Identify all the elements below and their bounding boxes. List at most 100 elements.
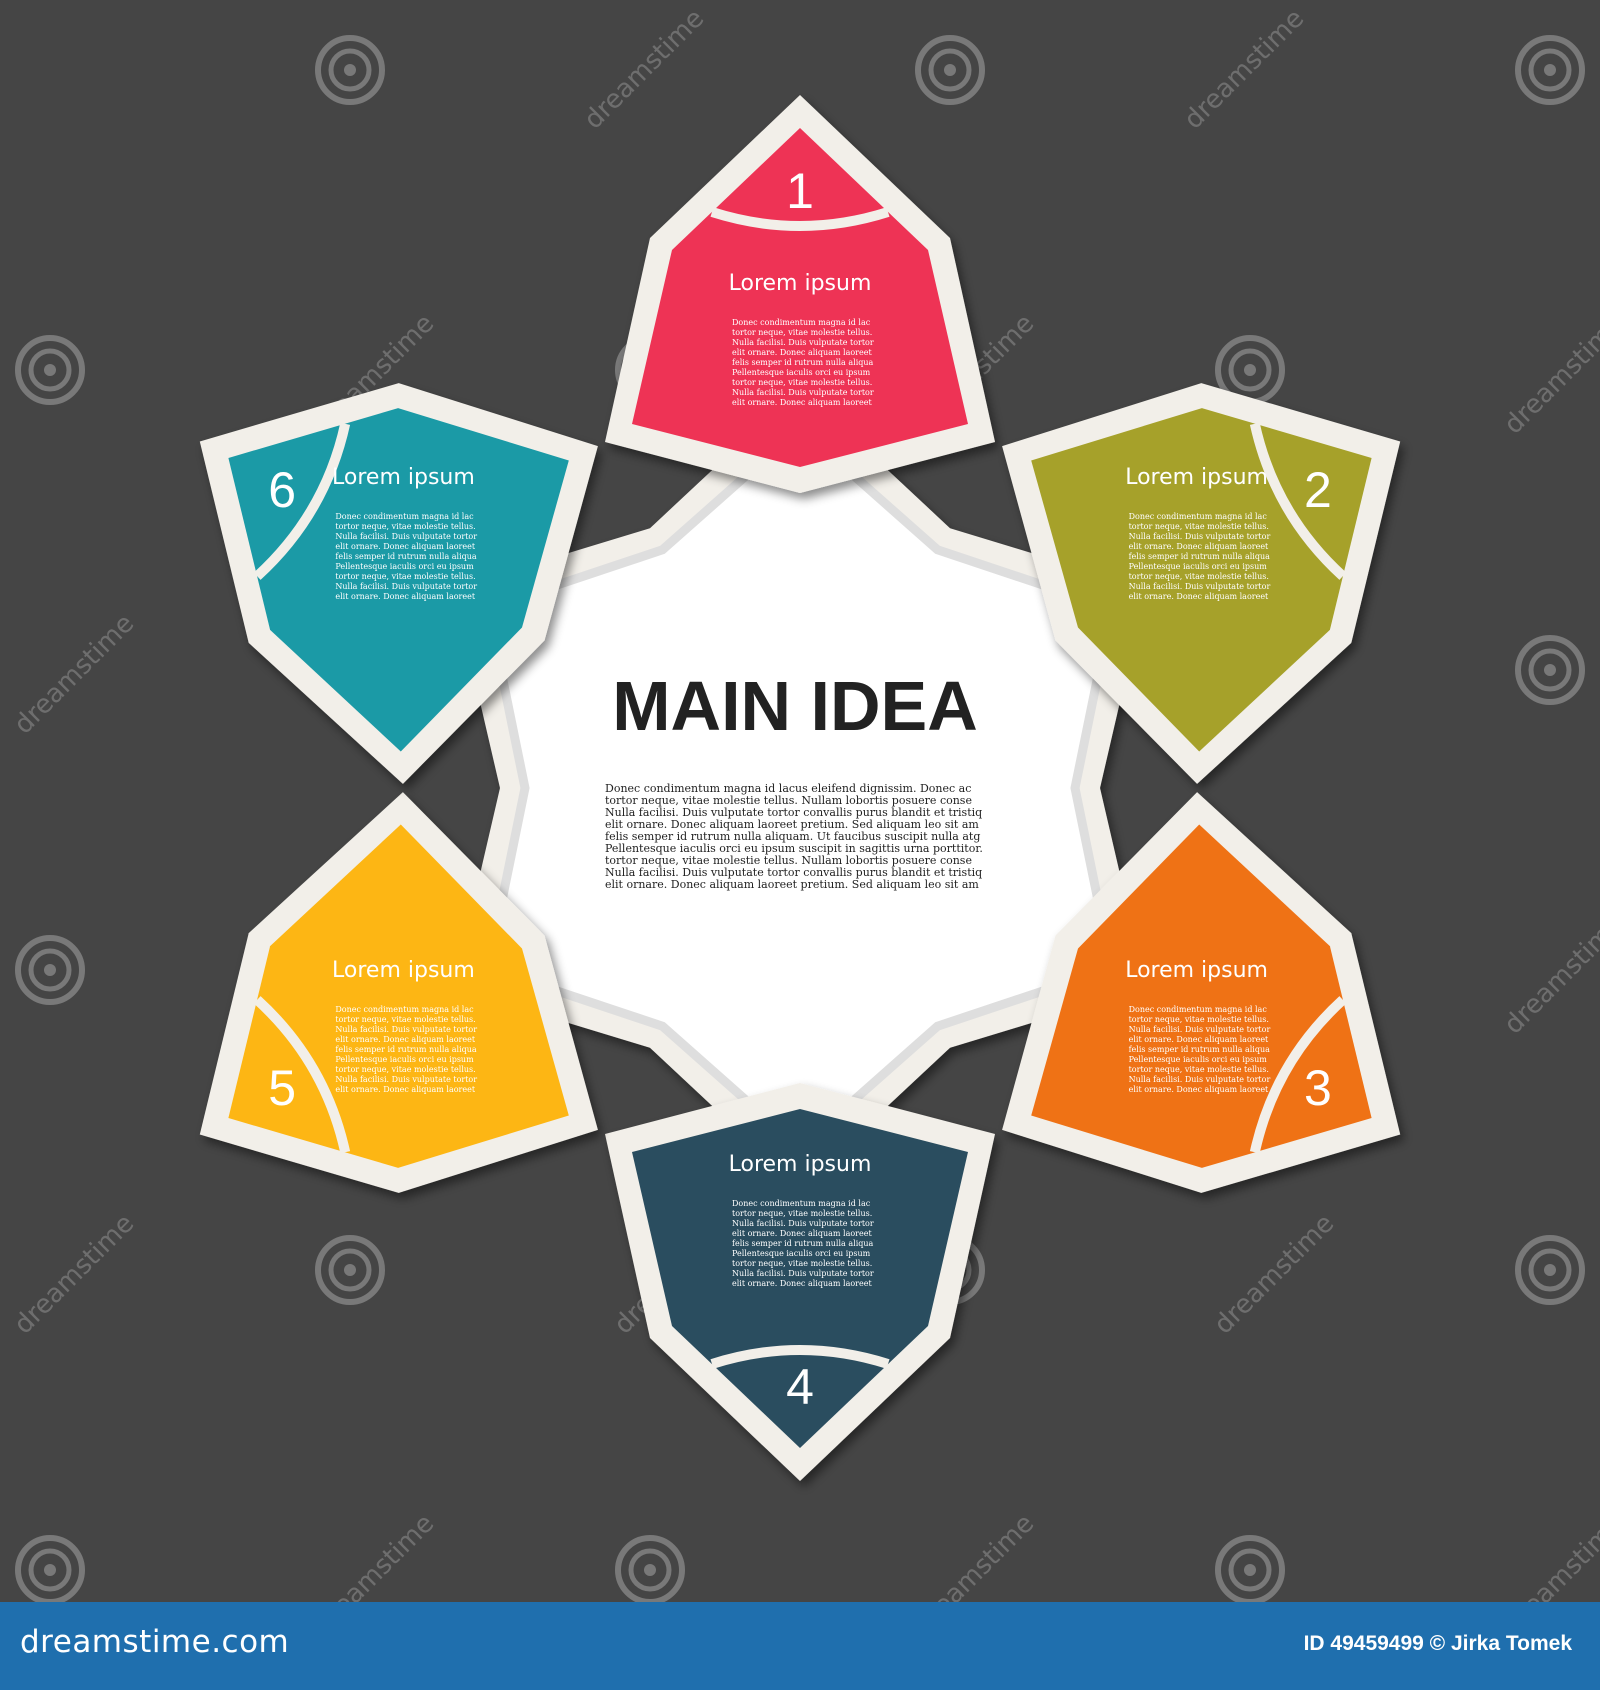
main-idea-body-line: elit ornare. Donec aliquam laoreet preti… (605, 818, 979, 831)
petal-body-line: Pellentesque iaculis orci eu ipsum (1129, 562, 1268, 571)
petal-body-line: felis semper id rutrum nulla aliqua (732, 1239, 874, 1248)
watermark-spiral-icon (15, 1535, 85, 1605)
petal-body-line: Nulla facilisi. Duis vulputate tortor (335, 532, 477, 541)
watermark-spiral-icon (315, 35, 385, 105)
petal-body-line: Nulla facilisi. Duis vulputate tortor (732, 1269, 874, 1278)
petal-body-line: felis semper id rutrum nulla aliqua (335, 1045, 477, 1054)
petal-body-line: tortor neque, vitae molestie tellus. (732, 1209, 872, 1218)
petal-body-line: Nulla facilisi. Duis vulputate tortor (732, 1219, 874, 1228)
petal-body-line: felis semper id rutrum nulla aliqua (335, 552, 477, 561)
petal-body-line: tortor neque, vitae molestie tellus. (335, 572, 475, 581)
main-idea-body-text: Donec condimentum magna id lacus eleifen… (605, 782, 983, 891)
petal-title: Lorem ipsum (332, 958, 475, 983)
watermark-text: dreamstime (1499, 309, 1600, 441)
petal-body-line: Nulla facilisi. Duis vulputate tortor (732, 338, 874, 347)
petal-body-line: elit ornare. Donec aliquam laoreet (1129, 1035, 1269, 1044)
petal-body-line: elit ornare. Donec aliquam laoreet (1129, 1085, 1269, 1094)
petal-title: Lorem ipsum (729, 271, 872, 296)
petal-fill (228, 824, 569, 1168)
petal-body-line: tortor neque, vitae molestie tellus. (1129, 522, 1269, 531)
petal-body-line: tortor neque, vitae molestie tellus. (1129, 1015, 1269, 1024)
petal-body-line: Pellentesque iaculis orci eu ipsum (732, 368, 871, 377)
watermark-footer-bar: dreamstime.com ID 49459499 © Jirka Tomek (0, 1602, 1600, 1690)
petal-title: Lorem ipsum (332, 465, 475, 490)
watermark-text: dreamstime (9, 1209, 141, 1341)
main-idea-body-line: tortor neque, vitae molestie tellus. Nul… (605, 854, 972, 867)
watermark-text: dreamstime (1209, 1209, 1341, 1341)
petal-body-line: felis semper id rutrum nulla aliqua (732, 358, 874, 367)
petal-body-line: Donec condimentum magna id lac (732, 1199, 871, 1208)
petal-divider-arc (710, 207, 890, 231)
petal-fill (1031, 824, 1372, 1168)
watermark-spiral-icon (1215, 1535, 1285, 1605)
petal-body-line: Nulla facilisi. Duis vulputate tortor (1129, 582, 1271, 591)
petal-title: Lorem ipsum (1125, 465, 1268, 490)
watermark-logo-text: dreamstime.com (20, 1624, 290, 1660)
petal-body-line: elit ornare. Donec aliquam laoreet (1129, 542, 1269, 551)
petal-number: 6 (268, 462, 296, 518)
petal-number: 4 (786, 1359, 814, 1415)
main-idea-body-line: felis semper id rutrum nulla aliquam. Ut… (605, 830, 980, 843)
watermark-spiral-icon (15, 335, 85, 405)
petal-body-line: Donec condimentum magna id lac (732, 318, 871, 327)
petal-body-line: tortor neque, vitae molestie tellus. (732, 1259, 872, 1268)
petal-body-line: Pellentesque iaculis orci eu ipsum (335, 1055, 474, 1064)
petal-fill (1031, 408, 1372, 752)
petal-body-line: felis semper id rutrum nulla aliqua (1129, 1045, 1271, 1054)
petal-title: Lorem ipsum (729, 1152, 872, 1177)
petal-body-line: Donec condimentum magna id lac (1129, 512, 1268, 521)
watermark-text: dreamstime (9, 609, 141, 741)
petal-body-line: Pellentesque iaculis orci eu ipsum (335, 562, 474, 571)
petal-body-line: elit ornare. Donec aliquam laoreet (335, 592, 475, 601)
petal-number: 3 (1304, 1060, 1332, 1116)
main-idea-title: MAIN IDEA (612, 667, 978, 745)
petal-divider-arc (710, 1345, 890, 1369)
petal-body-line: elit ornare. Donec aliquam laoreet (732, 348, 872, 357)
watermark-spiral-icon (915, 35, 985, 105)
petal-body-line: elit ornare. Donec aliquam laoreet (335, 542, 475, 551)
petal-divider-arc (1249, 996, 1347, 1154)
petal-body-line: Nulla facilisi. Duis vulputate tortor (335, 1075, 477, 1084)
petal-number: 5 (268, 1060, 296, 1116)
petal-body-line: felis semper id rutrum nulla aliqua (1129, 552, 1271, 561)
petal-body-line: Pellentesque iaculis orci eu ipsum (1129, 1055, 1268, 1064)
petal-number: 2 (1304, 462, 1332, 518)
watermark-spiral-icon (315, 1235, 385, 1305)
petal-body-line: Nulla facilisi. Duis vulputate tortor (335, 582, 477, 591)
petal-body-line: tortor neque, vitae molestie tellus. (1129, 1065, 1269, 1074)
watermark-spiral-icon (1515, 635, 1585, 705)
petal-body-line: elit ornare. Donec aliquam laoreet (1129, 592, 1269, 601)
watermark-spiral-icon (1515, 35, 1585, 105)
petal-number: 1 (786, 163, 814, 219)
watermark-spiral-icon (1515, 1235, 1585, 1305)
petal-body-line: Nulla facilisi. Duis vulputate tortor (1129, 1025, 1271, 1034)
petal-body-line: tortor neque, vitae molestie tellus. (335, 1015, 475, 1024)
petal-body-line: Nulla facilisi. Duis vulputate tortor (1129, 1075, 1271, 1084)
petal-body-line: Nulla facilisi. Duis vulputate tortor (1129, 532, 1271, 541)
image-credit: ID 49459499 © Jirka Tomek (1303, 1632, 1572, 1655)
petal-body-line: elit ornare. Donec aliquam laoreet (732, 398, 872, 407)
petal-body-line: tortor neque, vitae molestie tellus. (732, 328, 872, 337)
petal-body-line: Donec condimentum magna id lac (1129, 1005, 1268, 1014)
main-idea-body-line: tortor neque, vitae molestie tellus. Nul… (605, 794, 972, 807)
petal-body-line: tortor neque, vitae molestie tellus. (1129, 572, 1269, 581)
watermark-text: dreamstime (579, 4, 711, 136)
petal-body-line: Donec condimentum magna id lac (335, 1005, 474, 1014)
petal-fill (228, 408, 569, 752)
watermark-text: dreamstime (1179, 4, 1311, 136)
petal-body-line: Nulla facilisi. Duis vulputate tortor (732, 388, 874, 397)
main-idea-body-line: Nulla facilisi. Duis vulputate tortor co… (605, 866, 982, 879)
petal-divider-arc (253, 422, 351, 580)
main-idea-body-line: Donec condimentum magna id lacus eleifen… (605, 782, 971, 795)
petal-body-line: elit ornare. Donec aliquam laoreet (732, 1279, 872, 1288)
